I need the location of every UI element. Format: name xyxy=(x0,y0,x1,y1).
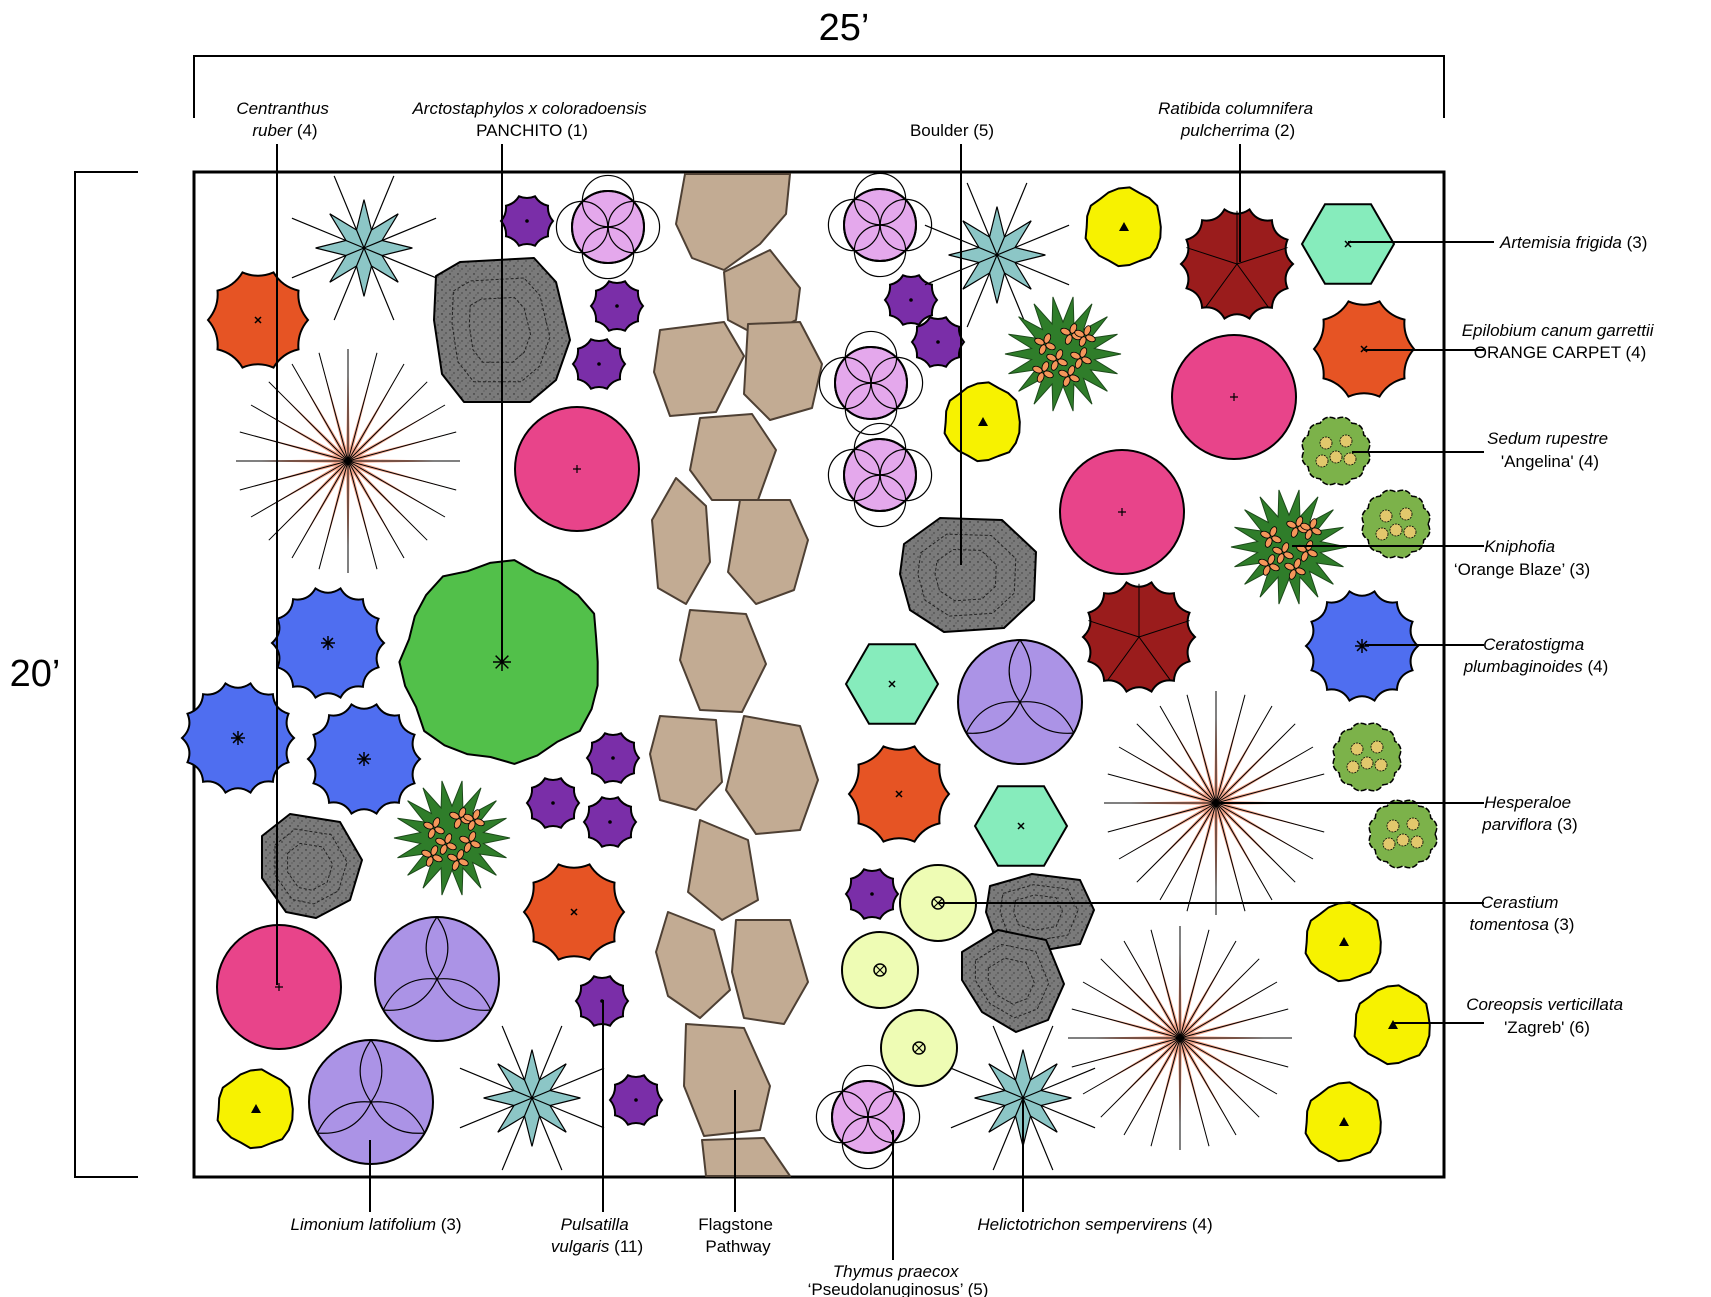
plant-labels: Centranthus ruber (4) Arctostaphylos x c… xyxy=(236,99,1659,1297)
label-pulsatilla: Pulsatilla vulgaris (11) xyxy=(551,1215,643,1256)
pulsatilla-icon xyxy=(585,732,641,784)
boulder-icon xyxy=(261,813,363,919)
label-ratibida: Ratibida columnifera pulcherrima (2) xyxy=(1158,99,1318,140)
thymus-icon xyxy=(555,174,661,280)
pulsatilla-icon xyxy=(844,868,900,920)
pulsatilla-icon xyxy=(883,274,939,326)
pulsatilla-icon xyxy=(582,796,638,848)
sedum-icon xyxy=(1332,722,1402,792)
ceratostigma-icon xyxy=(270,586,386,700)
helictotrichon-icon xyxy=(924,182,1070,328)
epilobium-icon xyxy=(206,271,310,369)
coreopsis-icon xyxy=(943,381,1021,463)
centranthus-icon xyxy=(514,406,640,532)
plant-symbols xyxy=(180,172,1438,1171)
coreopsis-icon xyxy=(1304,901,1382,983)
coreopsis-icon xyxy=(216,1068,294,1150)
sedum-icon xyxy=(1301,416,1371,486)
pulsatilla-icon xyxy=(525,777,581,829)
label-hesperaloe: Hesperaloe parviflora (3) xyxy=(1481,793,1577,834)
artemisia-icon xyxy=(973,785,1069,867)
hesperaloe-icon xyxy=(236,349,460,573)
arctostaphylos-icon xyxy=(398,559,599,765)
limonium-icon xyxy=(308,1039,434,1165)
boulder-icon xyxy=(961,929,1065,1033)
centranthus-icon xyxy=(216,924,342,1050)
ceratostigma-icon xyxy=(180,681,296,795)
kniphofia-icon xyxy=(1230,489,1348,605)
width-dimension: 25’ xyxy=(819,7,870,49)
thymus-icon xyxy=(815,1064,921,1170)
height-bracket xyxy=(74,171,138,1178)
label-boulder: Boulder (5) xyxy=(910,121,994,140)
pulsatilla-icon xyxy=(589,280,645,332)
limonium-icon xyxy=(957,639,1083,765)
thymus-icon xyxy=(818,330,924,436)
hesperaloe-icon xyxy=(1068,926,1292,1150)
plan-border xyxy=(192,170,1446,1179)
helictotrichon-icon xyxy=(459,1025,605,1171)
width-bracket xyxy=(193,55,1445,118)
label-thymus: Thymus praecox ‘Pseudolanuginosus’ (5) xyxy=(808,1262,989,1297)
label-kniphofia: Kniphofia ‘Orange Blaze’ (3) xyxy=(1454,537,1590,579)
label-sedum: Sedum rupestre 'Angelina' (4) xyxy=(1487,429,1613,471)
label-flagstone: Flagstone Pathway xyxy=(698,1215,777,1256)
flagstone-pathway xyxy=(649,173,823,1177)
centranthus-icon xyxy=(1059,449,1185,575)
artemisia-icon xyxy=(844,643,940,725)
kniphofia-icon xyxy=(1004,296,1122,412)
thymus-icon xyxy=(827,422,933,528)
cerastium-icon xyxy=(880,1009,958,1087)
sedum-icon xyxy=(1361,489,1431,559)
coreopsis-icon xyxy=(1353,984,1431,1066)
thymus-icon xyxy=(827,172,933,278)
sedum-icon xyxy=(1368,799,1438,869)
ratibida-icon xyxy=(1081,580,1197,694)
ratibida-icon xyxy=(1179,207,1295,321)
ceratostigma-icon xyxy=(1304,589,1420,703)
label-arctostaphylos: Arctostaphylos x coloradoensis PANCHITO … xyxy=(411,99,651,140)
cerastium-icon xyxy=(841,931,919,1009)
label-ceratostigma: Ceratostigma plumbaginoides (4) xyxy=(1463,635,1609,676)
label-helictotrichon: Helictotrichon sempervirens (4) xyxy=(977,1215,1212,1234)
pulsatilla-icon xyxy=(608,1074,664,1126)
hesperaloe-icon xyxy=(1104,691,1328,915)
kniphofia-icon xyxy=(393,780,511,896)
label-artemisia: Artemisia frigida (3) xyxy=(1499,233,1647,252)
epilobium-icon xyxy=(847,745,951,843)
label-cerastium: Cerastium tomentosa (3) xyxy=(1470,893,1575,934)
label-centranthus: Centranthus ruber (4) xyxy=(236,99,333,140)
height-dimension: 20’ xyxy=(10,653,61,695)
label-limonium: Limonium latifolium (3) xyxy=(290,1215,461,1234)
centranthus-icon xyxy=(1171,334,1297,460)
boulder-icon xyxy=(899,517,1037,633)
leader-lines xyxy=(276,144,1494,1260)
label-coreopsis: Coreopsis verticillata 'Zagreb' (6) xyxy=(1466,995,1628,1037)
label-epilobium: Epilobium canum garrettii ORANGE CARPET … xyxy=(1462,321,1659,362)
coreopsis-icon xyxy=(1304,1081,1382,1163)
epilobium-icon xyxy=(522,863,626,961)
limonium-icon xyxy=(374,916,500,1042)
coreopsis-icon xyxy=(1084,186,1162,268)
ceratostigma-icon xyxy=(306,702,422,816)
artemisia-icon xyxy=(1300,203,1396,285)
pulsatilla-icon xyxy=(910,316,966,368)
pulsatilla-icon xyxy=(571,338,627,390)
helictotrichon-icon xyxy=(291,175,437,321)
helictotrichon-icon xyxy=(950,1025,1096,1171)
